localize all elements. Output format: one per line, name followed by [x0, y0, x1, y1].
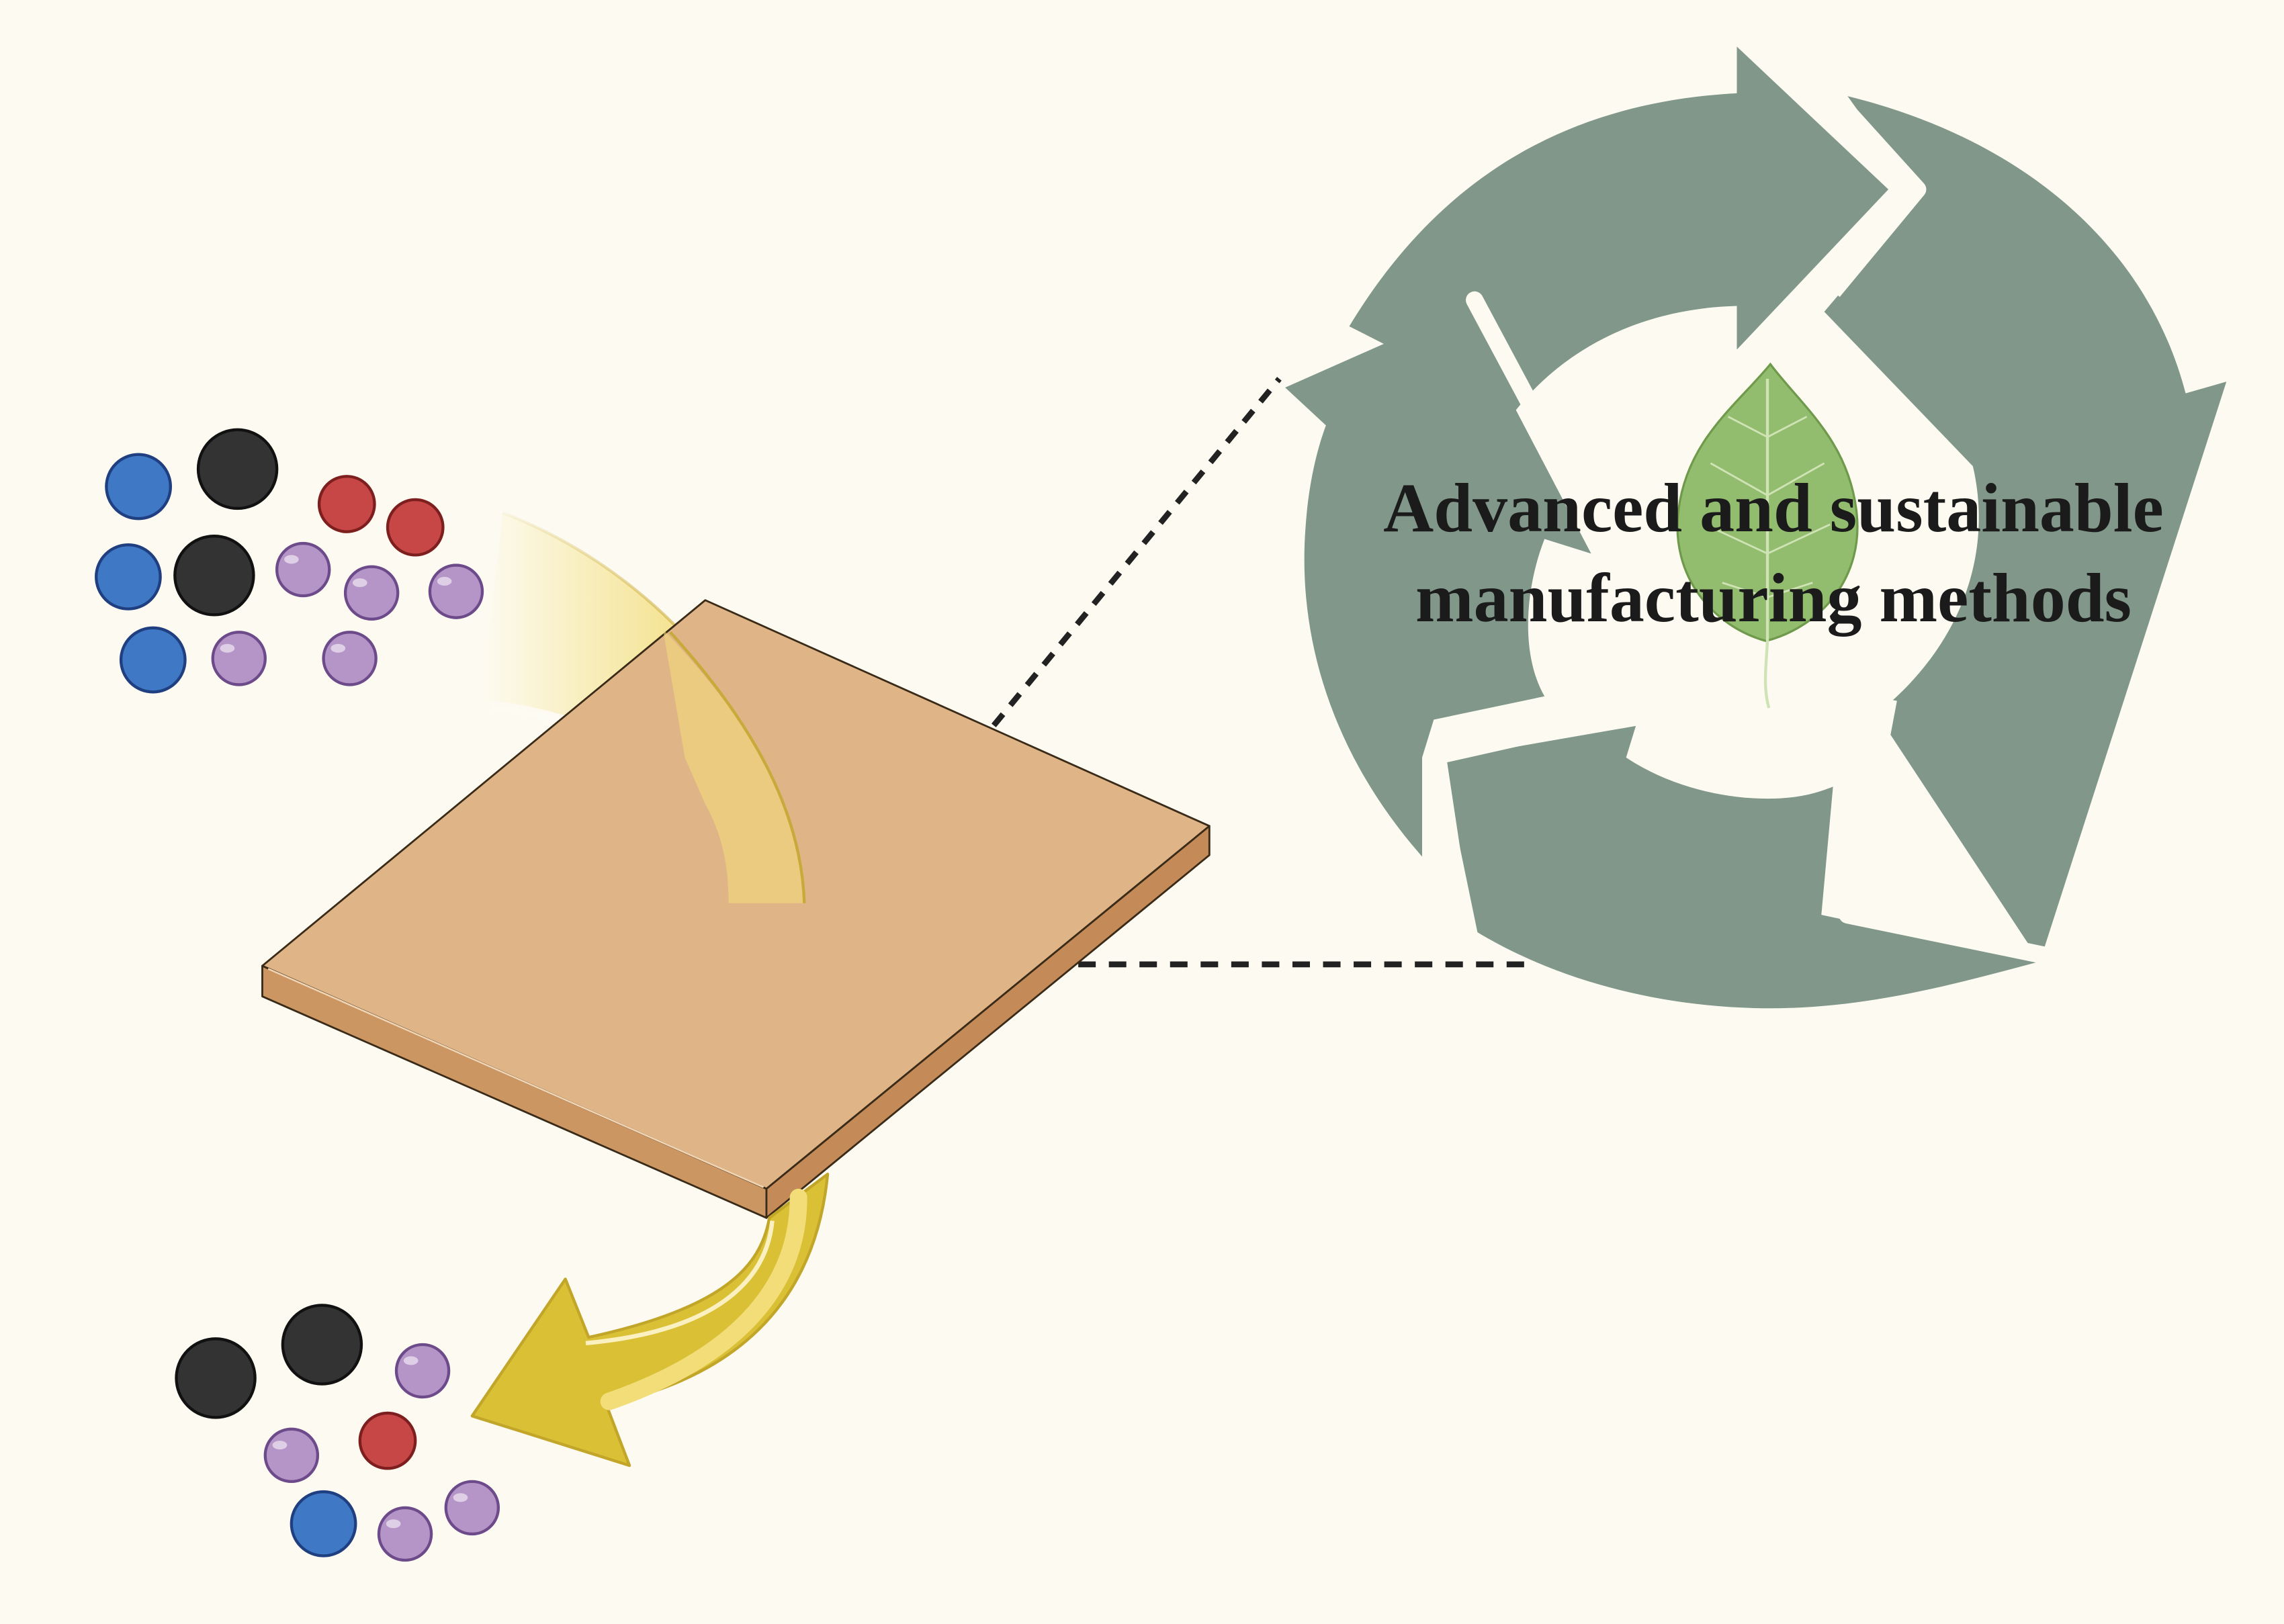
particle-blue: [119, 626, 187, 694]
caption-line-2: manufacturing methods: [1415, 559, 2132, 637]
particle-purple: [211, 631, 267, 686]
particle-purple: [428, 563, 484, 619]
particle-purple: [322, 631, 378, 686]
input-particles: [95, 428, 484, 694]
particle-purple: [263, 1427, 320, 1484]
membrane-plate: [261, 599, 1211, 1219]
leaf-icon: [1676, 362, 1859, 709]
particle-purple: [394, 1343, 451, 1399]
dashed-connector-top: [991, 377, 1282, 727]
particle-purple: [377, 1506, 433, 1562]
particle-red: [386, 498, 445, 557]
recycle-arrows-icon: [1285, 46, 2227, 1009]
recycle-arrow-right: [1824, 96, 2227, 962]
particle-purple: [444, 1480, 500, 1536]
particle-blue: [105, 453, 172, 521]
particle-blue: [290, 1490, 357, 1558]
particle-blue: [95, 543, 162, 611]
particle-purple: [343, 565, 400, 621]
particle-red: [317, 475, 376, 533]
particle-black: [175, 1337, 257, 1419]
recycle-arrow-bottom: [1442, 719, 2040, 1009]
curved-arrow-out: [470, 1173, 830, 1468]
particle-purple: [275, 541, 331, 598]
particle-black: [196, 428, 279, 510]
particle-black: [173, 535, 255, 617]
particle-red: [358, 1411, 417, 1470]
recycle-arrow-left: [1285, 308, 1591, 857]
particle-black: [281, 1304, 363, 1386]
output-particles: [175, 1304, 500, 1562]
caption-text: Advanced and sustainable manufacturing m…: [1229, 463, 2284, 643]
caption-line-1: Advanced and sustainable: [1383, 469, 2164, 547]
